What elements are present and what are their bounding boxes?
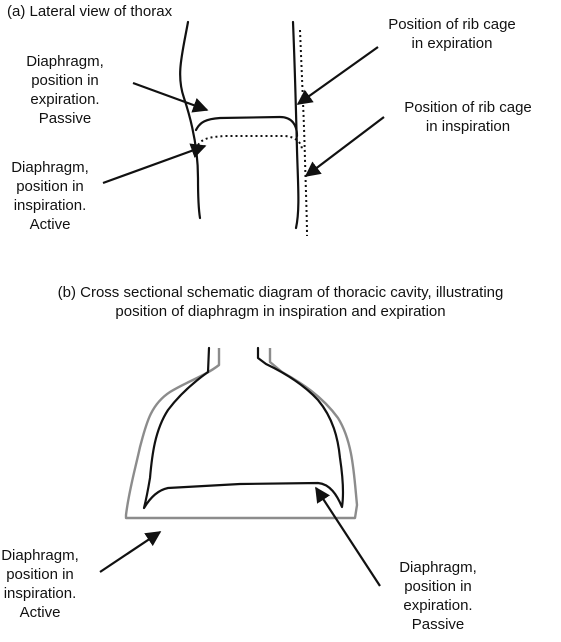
thorax-left-wall [180, 22, 200, 218]
diaphragm-expiration-line [196, 117, 297, 136]
label-line: position in [378, 577, 498, 596]
heading-line: (b) Cross sectional schematic diagram of… [0, 283, 561, 302]
heading-line: position of diaphragm in inspiration and… [0, 302, 561, 321]
label-line: expiration. [378, 596, 498, 615]
rib-cage-inspiration-line [300, 30, 307, 236]
label-diaphragm-inspiration-a: Diaphragm, position in inspiration. Acti… [0, 158, 100, 234]
panel-a-heading: (a) Lateral view of thorax [7, 2, 172, 21]
thoracic-cavity-expiration-outline [144, 348, 343, 508]
label-line: Diaphragm, [0, 158, 100, 177]
panel-b-heading: (b) Cross sectional schematic diagram of… [0, 283, 561, 321]
label-diaphragm-inspiration-b: Diaphragm, position in inspiration. Acti… [0, 546, 100, 622]
label-line: Diaphragm, [378, 558, 498, 577]
label-line: position in [0, 565, 100, 584]
label-line: in expiration [362, 34, 542, 53]
label-line: Position of rib cage [362, 15, 542, 34]
arrow-to-diaphragm-expiration [133, 83, 207, 110]
arrow-to-rib-expiration [298, 47, 378, 104]
label-line: Position of rib cage [375, 98, 561, 117]
label-line: position in [0, 71, 130, 90]
label-line: Active [0, 603, 100, 622]
diaphragm-inspiration-line [198, 136, 302, 150]
arrow-to-rib-inspiration [306, 117, 384, 176]
arrow-to-diaphragm-inspiration [103, 146, 205, 183]
label-diaphragm-expiration-a: Diaphragm, position in expiration. Passi… [0, 52, 130, 128]
label-line: inspiration. [0, 196, 100, 215]
label-line: Active [0, 215, 100, 234]
label-line: expiration. [0, 90, 130, 109]
arrow-to-b-diaphragm-inspiration [100, 532, 160, 572]
body-wall-inspiration-outline [126, 348, 357, 518]
label-line: Passive [0, 109, 130, 128]
label-line: in inspiration [375, 117, 561, 136]
label-line: Diaphragm, [0, 546, 100, 565]
label-diaphragm-expiration-b: Diaphragm, position in expiration. Passi… [378, 558, 498, 634]
label-rib-cage-inspiration: Position of rib cage in inspiration [375, 98, 561, 136]
label-rib-cage-expiration: Position of rib cage in expiration [362, 15, 542, 53]
label-line: Passive [378, 615, 498, 634]
label-line: inspiration. [0, 584, 100, 603]
label-line: position in [0, 177, 100, 196]
label-line: Diaphragm, [0, 52, 130, 71]
arrow-to-b-diaphragm-expiration [316, 488, 380, 586]
